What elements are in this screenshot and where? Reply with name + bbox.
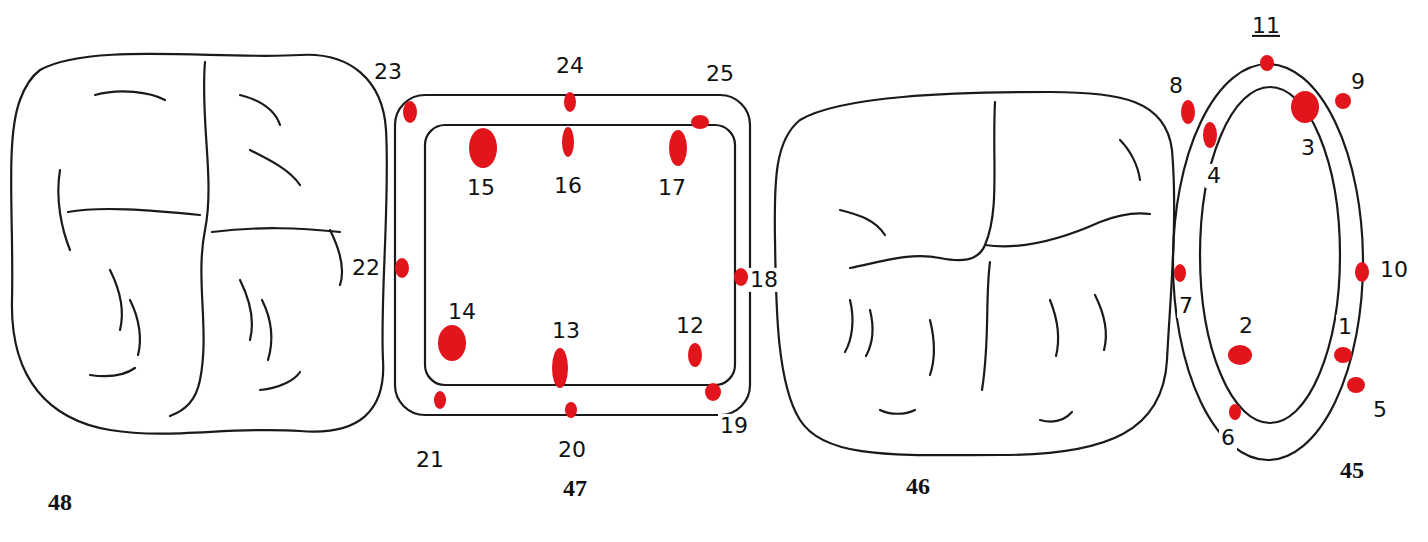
tooth-number: 45 [1338, 457, 1366, 483]
fissure [1050, 300, 1058, 356]
red-marker [403, 101, 417, 123]
fissure [58, 170, 70, 250]
callout-number: 2 [1237, 314, 1255, 338]
tooth-number: 47 [561, 475, 589, 501]
tooth-number: 48 [46, 489, 74, 515]
callout-number: 7 [1177, 294, 1195, 318]
fissure [840, 210, 885, 235]
fissure [880, 410, 915, 414]
fissure [1040, 412, 1072, 422]
red-marker [469, 128, 497, 168]
fissure [212, 228, 340, 232]
red-marker [1334, 347, 1352, 363]
fissure [90, 368, 135, 376]
callout-number: 10 [1378, 258, 1410, 282]
tooth-outer-outline [395, 95, 750, 415]
red-marker [1203, 122, 1217, 148]
red-marker [688, 343, 702, 367]
red-marker [1228, 345, 1252, 365]
callout-number: 14 [446, 300, 478, 324]
red-marker [564, 92, 576, 112]
fissure [930, 320, 934, 375]
fissure [845, 300, 852, 352]
red-marker [395, 258, 409, 278]
fissure [260, 372, 300, 390]
red-marker [1347, 377, 1365, 393]
tooth-number: 46 [904, 473, 932, 499]
tooth-inner-outline [425, 125, 735, 385]
fissure [262, 300, 271, 360]
callout-number: 15 [465, 176, 497, 200]
callout-number: 5 [1371, 398, 1389, 422]
red-marker [1260, 55, 1274, 71]
tooth-inner-outline [1200, 87, 1340, 423]
red-marker [734, 268, 748, 286]
callout-number: 11 [1250, 14, 1282, 38]
red-marker [434, 391, 446, 409]
callout-number: 22 [350, 256, 382, 280]
callout-number: 9 [1349, 70, 1367, 94]
callout-number: 23 [372, 60, 404, 84]
red-marker [438, 325, 466, 361]
red-marker [1355, 262, 1369, 282]
fissure [850, 102, 995, 268]
callout-number: 25 [704, 62, 736, 86]
red-marker [552, 348, 568, 388]
fissure [1095, 295, 1106, 350]
callout-number: 16 [552, 174, 584, 198]
callout-number: 3 [1299, 136, 1317, 160]
callout-number: 19 [718, 414, 750, 438]
red-marker [705, 383, 721, 401]
fissure [110, 270, 122, 330]
fissure [250, 150, 300, 185]
callout-number: 12 [674, 314, 706, 338]
red-marker [1229, 404, 1241, 420]
tooth-outer-outline [1173, 64, 1363, 460]
callout-number: 17 [656, 176, 688, 200]
fissure [170, 62, 209, 416]
callout-number: 21 [414, 448, 446, 472]
fissure [95, 91, 165, 100]
red-marker [1174, 264, 1186, 282]
fissure [240, 95, 280, 125]
fissure [130, 300, 140, 355]
red-marker [1335, 93, 1351, 109]
fissure [330, 230, 342, 285]
callout-number: 4 [1205, 164, 1223, 188]
red-marker [562, 127, 574, 157]
callout-number: 1 [1336, 315, 1354, 339]
red-marker [691, 115, 709, 129]
fissure [985, 213, 1150, 246]
callout-number: 8 [1167, 74, 1185, 98]
fissure [982, 262, 990, 390]
tooth-outline [11, 54, 387, 434]
callout-number: 6 [1219, 426, 1237, 450]
fissure [866, 310, 873, 356]
fissure [240, 280, 252, 340]
red-marker [1291, 91, 1319, 123]
callout-number: 13 [550, 319, 582, 343]
red-marker [1181, 100, 1195, 124]
callout-number: 20 [556, 438, 588, 462]
callout-number: 18 [748, 268, 780, 292]
fissure [68, 209, 200, 215]
red-marker [669, 130, 687, 166]
fissure [1120, 140, 1140, 180]
red-marker [565, 402, 577, 418]
tooth-outline [775, 92, 1174, 455]
callout-number: 24 [554, 54, 586, 78]
